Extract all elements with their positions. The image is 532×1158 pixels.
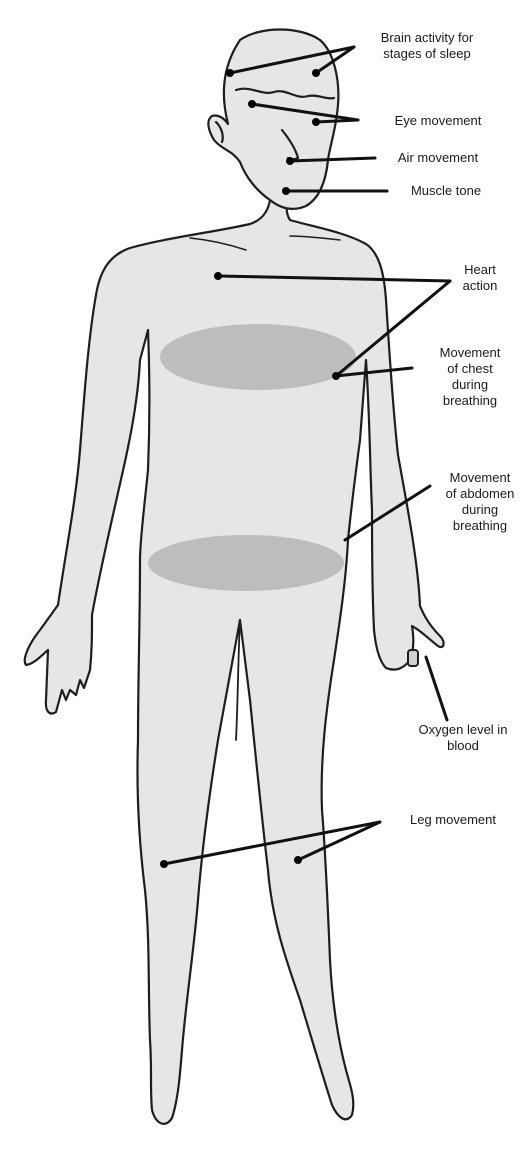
dot-eye-right (312, 118, 320, 126)
label-heart-action: Heart action (444, 262, 516, 294)
label-muscle-tone: Muscle tone (390, 183, 502, 199)
label-oxygen-level: Oxygen level in blood (398, 722, 528, 754)
dot-heart (214, 272, 222, 280)
leader-eye-2 (316, 120, 358, 122)
label-brain-activity: Brain activity for stages of sleep (352, 30, 502, 62)
dot-eye-left (248, 100, 256, 108)
label-air-movement: Air movement (376, 150, 500, 166)
dot-chest (332, 372, 340, 380)
finger-clip (408, 650, 418, 666)
dot-air (286, 157, 294, 165)
label-eye-movement: Eye movement (368, 113, 508, 129)
label-leg-movement: Leg movement (388, 812, 518, 828)
dot-brain-right (312, 69, 320, 77)
leader-oxygen (426, 657, 447, 720)
dot-leg-left (160, 860, 168, 868)
dot-leg-right (294, 856, 302, 864)
abdomen-band (148, 535, 344, 591)
head-outline (208, 30, 338, 209)
label-abdomen-movement: Movement of abdomen during breathing (428, 470, 532, 534)
chest-band (160, 324, 356, 390)
dot-brain-left (226, 69, 234, 77)
label-chest-movement: Movement of chest during breathing (418, 345, 522, 409)
dot-muscle (282, 187, 290, 195)
